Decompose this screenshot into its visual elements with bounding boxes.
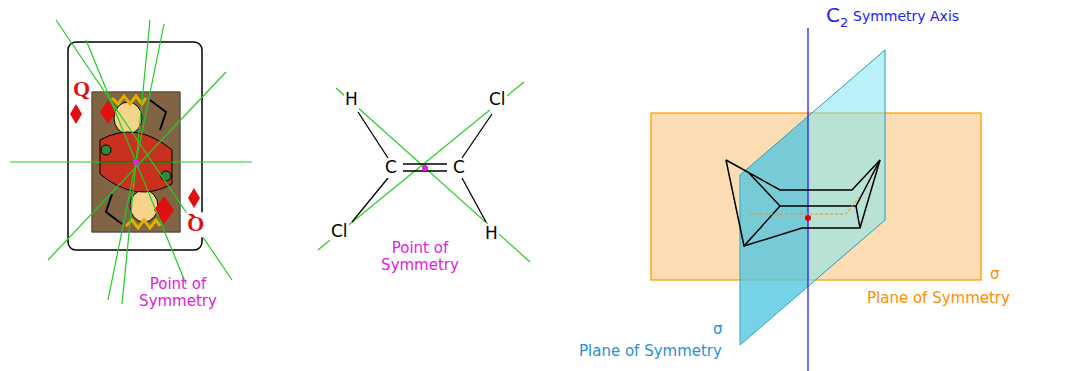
- atom-label: Cl: [488, 90, 507, 110]
- symmetry-lines: [10, 20, 252, 304]
- dichloroethene-molecule: [318, 82, 530, 262]
- atom-label: Cl: [330, 222, 349, 242]
- atom-label: H: [484, 224, 499, 244]
- card-index: Q: [186, 212, 205, 237]
- axis-symbol: C: [826, 4, 840, 27]
- atom-label: C: [384, 158, 398, 178]
- symmetry-lines: [318, 82, 530, 262]
- atom-label: C: [452, 158, 466, 178]
- card-index: Q: [72, 76, 91, 101]
- plane-label: Plane of Symmetry: [866, 290, 1011, 307]
- axis-subscript: 2: [840, 16, 848, 31]
- playing-card: [10, 20, 252, 304]
- plane-label: Plane of Symmetry: [578, 343, 723, 360]
- sigma-symbol: σ: [990, 266, 1000, 283]
- symmetry-label: Point of Symmetry: [132, 276, 224, 311]
- axis-label: Symmetry Axis: [853, 8, 959, 24]
- cyclohexane-boat: [651, 28, 981, 371]
- symmetry-label: Point of Symmetry: [370, 240, 470, 275]
- sigma-symbol: σ: [712, 321, 724, 338]
- atom-label: H: [344, 90, 359, 110]
